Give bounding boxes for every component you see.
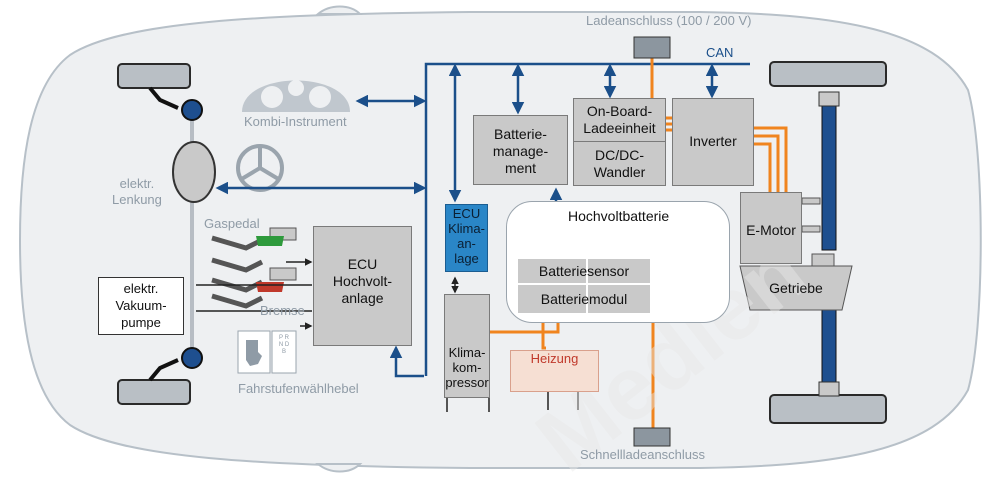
ac-compressor-line-3: pressor (445, 375, 489, 390)
hv-battery-label: Hochvoltbatterie (568, 208, 670, 224)
left-mirror-shape (315, 5, 363, 15)
heating-box (510, 350, 599, 392)
motor-coupling (811, 253, 835, 267)
high-voltage-lines (490, 58, 788, 432)
charge-port-label: Ladeanschluss (100 / 200 V) (586, 13, 752, 28)
battery-module-box (518, 285, 650, 313)
ecu-hv-line-2: Hochvolt- (332, 273, 393, 289)
gear-selector-label: Fahrstufenwählhebel (238, 381, 359, 396)
instrument-cluster-label: Kombi-Instrument (244, 114, 347, 129)
onboard-charger-divider (574, 141, 665, 142)
emotor-label: E-Motor (746, 222, 796, 238)
battery-management-box (473, 115, 568, 185)
ecu-hochvolt-box (313, 226, 412, 346)
bms-line-2: manage- (492, 143, 549, 159)
front-left-wheel (117, 63, 191, 89)
instrument-cluster-icon (242, 80, 350, 112)
rear-shaft-upper (821, 99, 837, 251)
vacuum-pump-line-b: Vakuum- (115, 298, 167, 313)
inverter-label: Inverter (689, 133, 737, 149)
onboard-charger-label: On-Board- Ladeeinheit (573, 103, 666, 137)
battery-cell-divider (586, 259, 588, 313)
front-right-wheel (117, 379, 191, 405)
fast-charge-port-label: Schnellladeanschluss (580, 447, 706, 462)
vacuum-pump-box (98, 277, 184, 335)
front-left-linkage (148, 86, 179, 110)
dcdc-line-1: DC/DC- (595, 147, 644, 163)
dcdc-label: DC/DC- Wandler (573, 147, 666, 181)
vacuum-pump-line-c: pumpe (121, 315, 161, 330)
battery-module-label: Batteriemodul (540, 291, 628, 307)
steering-label: elektr. Lenkung (112, 176, 162, 208)
gearbox-label: Getriebe (769, 280, 823, 296)
rear-left-joint (818, 91, 840, 107)
ecu-hv-line-3: anlage (341, 290, 384, 306)
ac-compressor-box (444, 294, 490, 398)
ecu-klimaanlage-box (445, 204, 488, 272)
front-right-linkage (148, 358, 179, 382)
dcdc-line-2: Wandler (593, 164, 646, 180)
compressor-pins (446, 398, 490, 412)
fast-charge-port-connector (633, 427, 671, 447)
battery-sensor-box (518, 259, 650, 283)
emotor-box (740, 192, 802, 264)
bms-line-1: Batterie- (494, 126, 547, 142)
heating-pins (547, 392, 579, 410)
can-label: CAN (706, 45, 734, 60)
motor-terminal-1 (801, 197, 821, 205)
ac-compressor-label: Klima- kom- pressor (444, 345, 490, 390)
vacuum-pump-label: elektr. Vakuum- pumpe (98, 280, 184, 331)
steering-gear (172, 141, 216, 203)
ecu-ac-line-4: lage (454, 251, 479, 266)
ac-compressor-line-2: kom- (452, 360, 482, 375)
charge-port-connector (633, 36, 671, 59)
rear-left-wheel (769, 61, 887, 87)
vacuum-pump-line-a: elektr. (123, 281, 159, 296)
front-right-knuckle (181, 347, 203, 369)
bms-label: Batterie- manage- ment (473, 126, 568, 177)
motor-terminal-2 (801, 225, 821, 233)
ecu-hv-line-1: ECU (347, 256, 378, 272)
rear-shaft-lower (821, 305, 837, 393)
rear-right-joint (818, 381, 840, 397)
ecu-ac-line-2: Klima- (448, 221, 485, 236)
onboard-charger-box (573, 98, 666, 186)
inverter-box (672, 98, 754, 186)
can-bus-line (424, 62, 750, 376)
battery-sensor-label: Batteriesensor (538, 263, 630, 279)
gear-positions-label: P R N D B (278, 335, 290, 355)
accelerator-label: Gaspedal (204, 216, 260, 231)
onboard-charger-line-1: On-Board- (586, 103, 653, 119)
bms-line-3: ment (504, 160, 537, 176)
right-mirror-shape (315, 463, 363, 473)
brake-label: Bremse (260, 303, 305, 318)
onboard-charger-line-2: Ladeeinheit (583, 120, 656, 136)
ecu-hv-label: ECU Hochvolt- anlage (313, 256, 412, 307)
gear-selector-icon (237, 330, 297, 374)
steering-label-line-2: Lenkung (112, 192, 162, 207)
ecu-ac-line-3: an- (457, 236, 476, 251)
ecu-ac-label: ECU Klima- an- lage (445, 206, 488, 266)
ecu-ac-line-1: ECU (452, 206, 481, 221)
front-left-knuckle (181, 99, 203, 121)
can-to-ecu-hv-arrow (389, 345, 424, 378)
heating-label: Heizung (530, 351, 579, 366)
rear-right-wheel (769, 394, 887, 424)
steering-label-line-1: elektr. (119, 176, 155, 191)
ac-compressor-line-1: Klima- (448, 345, 486, 360)
